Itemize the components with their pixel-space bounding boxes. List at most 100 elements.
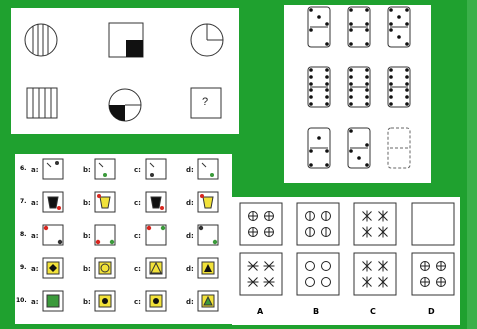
domino-tile <box>388 7 410 47</box>
domino-pip <box>397 35 401 39</box>
domino-pip <box>325 42 329 46</box>
matrix-cell <box>412 203 454 245</box>
option-figure <box>146 258 166 278</box>
option-letter: a: <box>31 265 39 273</box>
domino-pip <box>325 95 329 99</box>
domino-pip <box>389 82 393 86</box>
domino-pip <box>365 8 369 12</box>
domino-pip <box>405 88 409 92</box>
option-figure <box>43 192 63 212</box>
domino-pip <box>309 95 313 99</box>
domino-grid <box>284 5 431 183</box>
option-figure <box>43 159 63 179</box>
option-figure <box>198 159 218 179</box>
domino-pip <box>389 22 393 26</box>
domino-pip <box>349 95 353 99</box>
domino-puzzle <box>284 5 431 183</box>
option-letter: b: <box>83 199 91 207</box>
domino-pip <box>349 149 353 153</box>
option-letter: d: <box>186 298 194 306</box>
domino-pip <box>309 75 313 79</box>
domino-pip <box>349 8 353 12</box>
domino-pip <box>309 8 313 12</box>
domino-pip <box>309 102 313 106</box>
right-edge-strip <box>467 0 477 329</box>
figure-options-puzzle: a:b:c:d:a:b:c:d:a:b:c:d:a:b:c:d:a:b:c:d:… <box>15 154 232 324</box>
option-figure <box>146 225 166 245</box>
option-figure <box>43 258 63 278</box>
option-letter: c: <box>134 265 141 273</box>
row-number: 8. <box>20 231 26 238</box>
answer-label-d: D <box>428 307 435 316</box>
option-letter: d: <box>186 232 194 240</box>
domino-pip <box>405 82 409 86</box>
option-figure <box>95 291 115 311</box>
domino-pip <box>317 15 321 19</box>
domino-tile <box>308 7 330 47</box>
option-letter: a: <box>31 298 39 306</box>
domino-pip <box>405 95 409 99</box>
domino-tile <box>308 67 330 107</box>
option-letter: a: <box>31 166 39 174</box>
answer-label-a: A <box>257 307 263 316</box>
striped-square-figure <box>27 88 57 118</box>
domino-pip <box>317 136 321 140</box>
option-figure <box>146 192 166 212</box>
domino-pip <box>325 82 329 86</box>
option-figure <box>95 225 115 245</box>
domino-pip <box>325 102 329 106</box>
option-letter: c: <box>134 166 141 174</box>
domino-pip <box>309 82 313 86</box>
option-figure <box>43 291 63 311</box>
domino-pip <box>389 68 393 72</box>
option-figure <box>95 258 115 278</box>
option-letter: d: <box>186 265 194 273</box>
matrix-cell <box>354 253 396 295</box>
domino-pip <box>365 102 369 106</box>
symbol-matrix-puzzle: A B C D <box>232 197 460 325</box>
domino-pip <box>405 8 409 12</box>
domino-pip <box>325 88 329 92</box>
domino-pip <box>309 28 313 32</box>
domino-pip <box>349 129 353 133</box>
option-rows: a:b:c:d:a:b:c:d:a:b:c:d:a:b:c:d:a:b:c:d: <box>15 154 232 324</box>
domino-pip <box>349 42 353 46</box>
domino-pip <box>405 68 409 72</box>
matrix-cell <box>297 253 339 295</box>
symbol-matrix <box>232 197 460 325</box>
matrix-cell <box>412 253 454 295</box>
domino-pip <box>389 8 393 12</box>
square-shaded-quarter-figure <box>109 23 143 57</box>
domino-pip <box>349 88 353 92</box>
domino-tile <box>348 67 370 107</box>
option-letter: d: <box>186 166 194 174</box>
option-letter: b: <box>83 298 91 306</box>
domino-pip <box>349 22 353 26</box>
option-figure <box>146 159 166 179</box>
domino-pip <box>397 15 401 19</box>
option-figure <box>198 225 218 245</box>
domino-tile <box>348 7 370 47</box>
domino-pip <box>405 22 409 26</box>
option-letter: d: <box>186 199 194 207</box>
option-figure <box>95 192 115 212</box>
domino-pip <box>365 68 369 72</box>
domino-pip <box>309 88 313 92</box>
domino-pip <box>365 42 369 46</box>
domino-pip <box>365 163 369 167</box>
domino-tile <box>348 128 370 168</box>
answer-label-b: B <box>313 307 319 316</box>
domino-tile <box>308 128 330 168</box>
domino-pip <box>349 102 353 106</box>
option-letter: b: <box>83 265 91 273</box>
option-figure <box>43 225 63 245</box>
domino-tile <box>388 128 410 168</box>
domino-pip <box>349 68 353 72</box>
option-figure <box>198 258 218 278</box>
option-letter: a: <box>31 232 39 240</box>
domino-pip <box>389 88 393 92</box>
domino-pip <box>349 28 353 32</box>
circle-shaded-quarter-figure <box>109 89 141 121</box>
domino-pip <box>405 75 409 79</box>
option-figure <box>146 291 166 311</box>
